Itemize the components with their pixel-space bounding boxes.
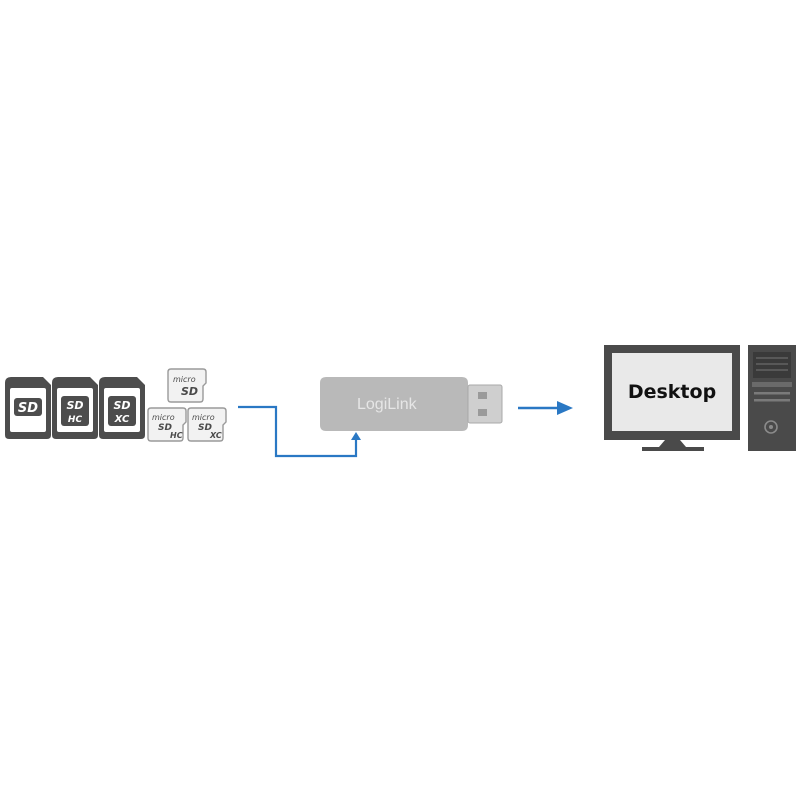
- sdxc-card-icon: SD XC: [99, 377, 145, 439]
- reader-body: [320, 377, 468, 431]
- power-button-icon: [764, 420, 778, 434]
- arrow-right-icon: [518, 401, 573, 415]
- sd-card-icon: SD: [5, 377, 51, 439]
- microsdhc-card-icon: micro SD HC: [147, 407, 187, 442]
- microsdxc-prefix-text: micro: [192, 413, 215, 422]
- sdhc-logo-text: SD: [66, 399, 83, 412]
- microsdxc-sub-text: XC: [209, 431, 222, 440]
- monitor: Desktop: [604, 345, 740, 451]
- usb-connector-icon: [467, 384, 503, 424]
- reader-brand-label: LogiLink: [357, 396, 418, 413]
- sd-logo-text: SD: [18, 401, 38, 416]
- microsdhc-logo-text: SD: [158, 423, 172, 433]
- sdxc-sub-text: XC: [114, 414, 130, 425]
- pc-tower-icon: [748, 345, 796, 451]
- elbow-arrow-icon: [238, 405, 361, 458]
- monitor-screen-label: Desktop: [628, 381, 716, 403]
- microsd-card-icon: micro SD: [167, 368, 207, 403]
- monitor-screen: [612, 353, 732, 431]
- sdxc-logo-text: SD: [113, 399, 130, 412]
- desktop-computer: Desktop: [604, 345, 796, 451]
- microsdxc-logo-text: SD: [198, 423, 212, 433]
- microsd-prefix-text: micro: [173, 375, 196, 384]
- card-reader: LogiLink: [320, 377, 503, 431]
- microsdhc-prefix-text: micro: [152, 413, 175, 422]
- sdhc-sub-text: HC: [68, 415, 83, 425]
- sdhc-card-icon: SD HC: [52, 377, 98, 439]
- microsd-logo-text: SD: [181, 385, 198, 398]
- microsdxc-card-icon: micro SD XC: [187, 407, 227, 442]
- microsdhc-sub-text: HC: [170, 431, 183, 440]
